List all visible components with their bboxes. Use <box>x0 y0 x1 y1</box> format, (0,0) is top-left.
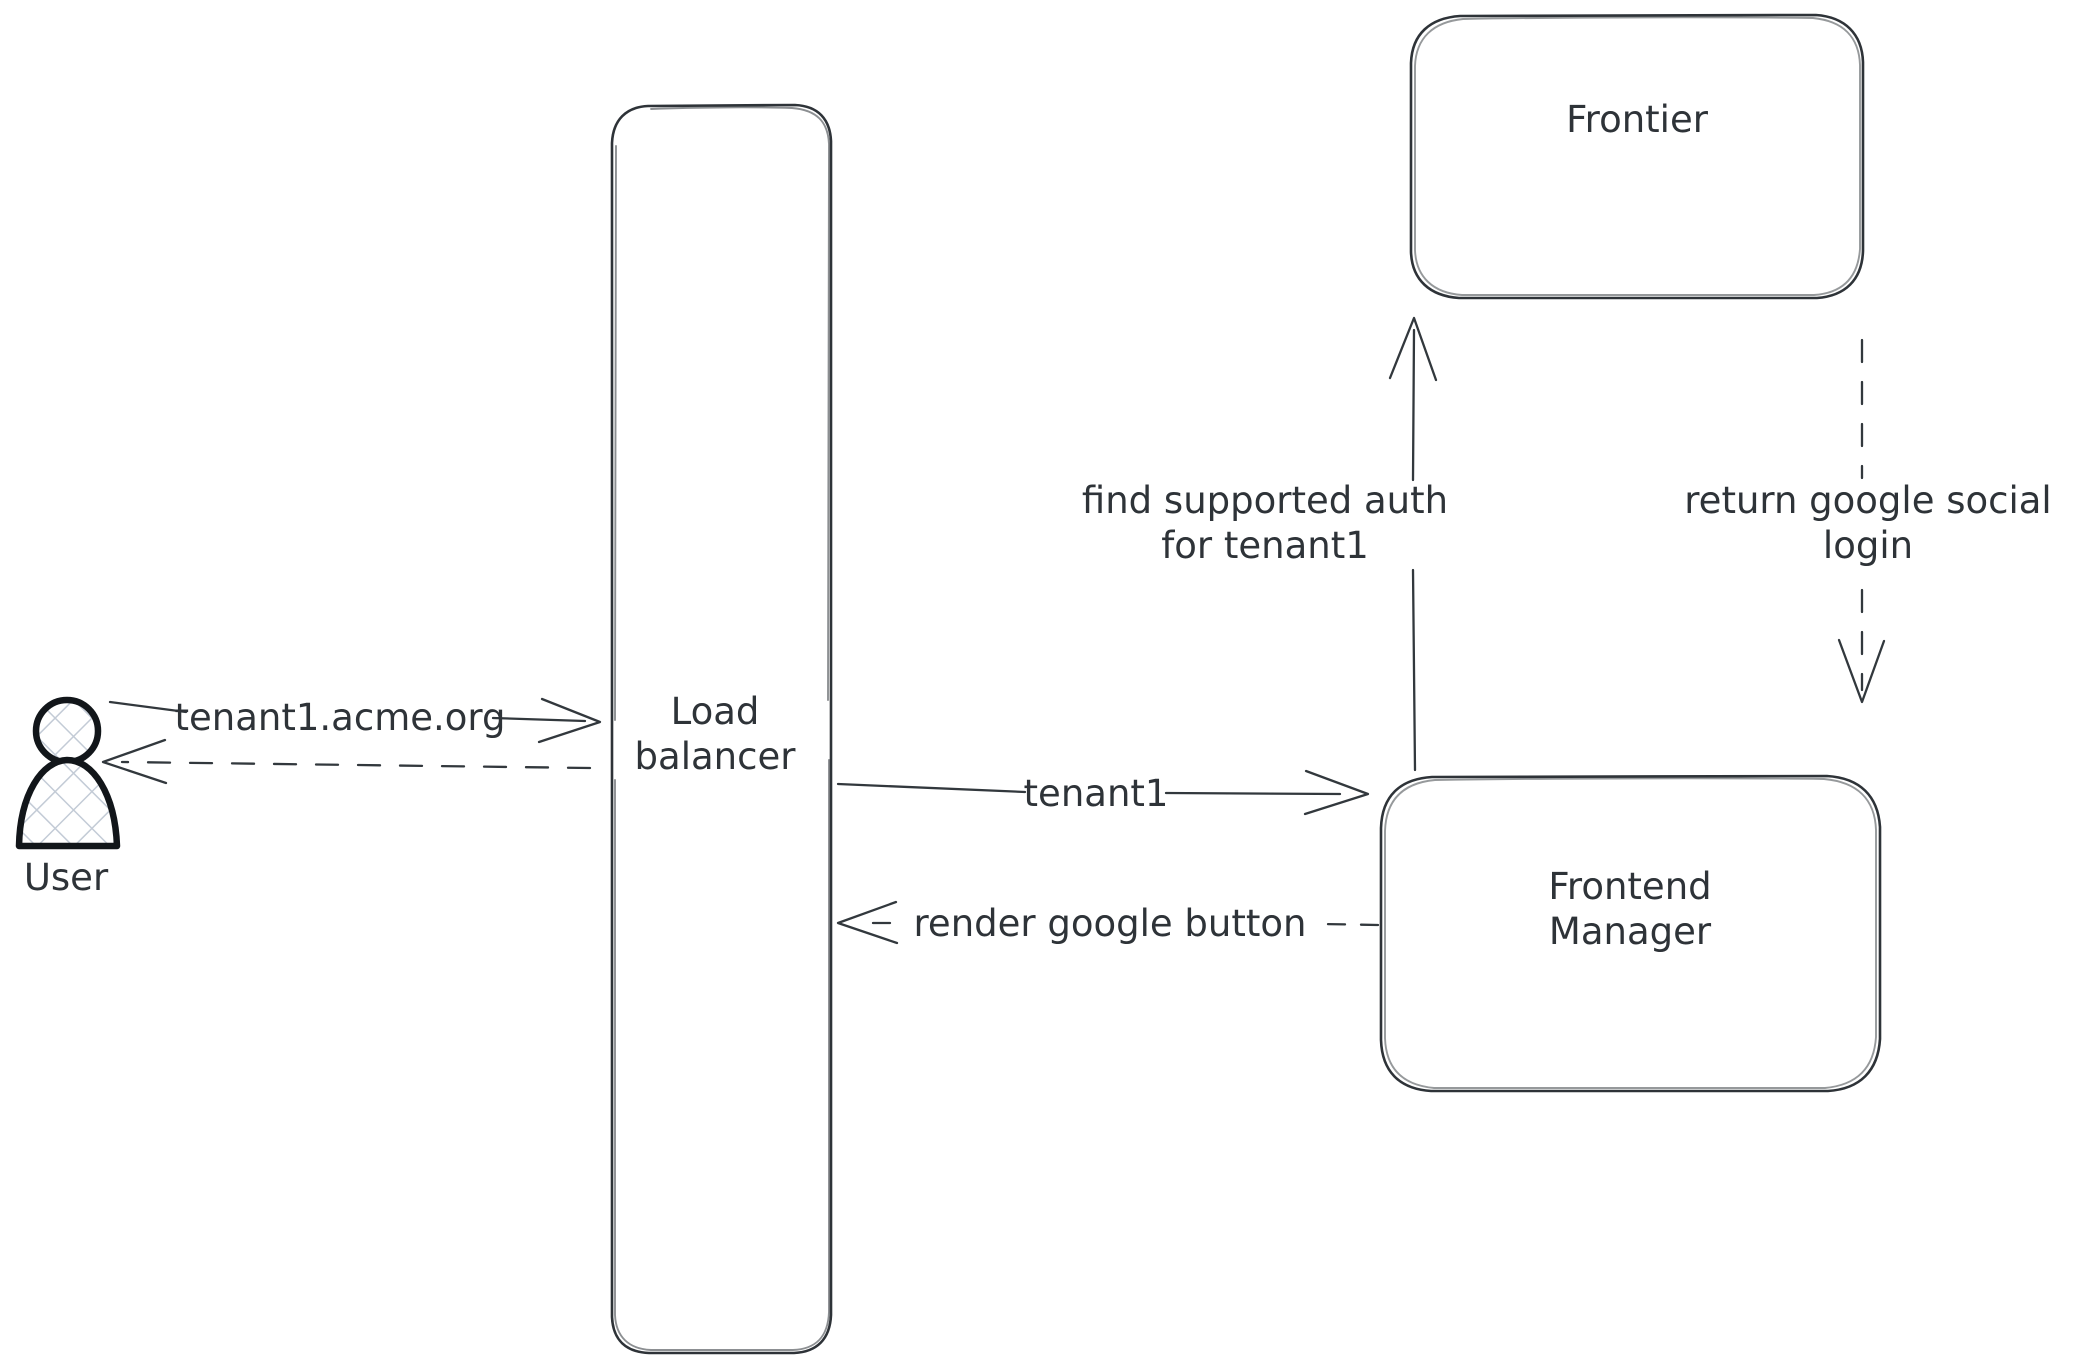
user-head-fill <box>36 700 98 762</box>
load-balancer-shape-sketch <box>614 106 830 1351</box>
edge-label-render-google-button: render google button <box>914 902 1307 945</box>
edge-label-return-google-social-line1: return google social <box>1684 479 2051 522</box>
frontend-manager-label-line2: Manager <box>1549 910 1712 953</box>
edge-load-balancer-to-frontend-manager[interactable]: tenant1 <box>836 769 1370 816</box>
edge-fm-frontier-line-upper <box>1411 328 1416 482</box>
edge-user-lb-line-right <box>491 716 587 723</box>
frontend-manager-shape-sketch <box>1384 777 1877 1089</box>
edge-user-lb-line-left <box>108 700 188 714</box>
edge-frontier-to-frontend-manager[interactable]: return google social login <box>1684 338 2052 704</box>
frontier-label: Frontier <box>1566 98 1709 141</box>
edge-lb-fm-line-left <box>836 782 1027 794</box>
edge-fm-frontier-arrowhead <box>1388 316 1438 382</box>
user-body-icon <box>15 756 121 850</box>
edge-label-find-supported-auth-line1: find supported auth <box>1082 479 1448 522</box>
node-frontier[interactable]: Frontier <box>1409 13 1865 300</box>
edge-frontier-fm-arrowhead <box>1837 638 1886 704</box>
edge-fm-lb-dashed-right <box>1320 922 1380 927</box>
edge-label-tenant1: tenant1 <box>1024 772 1169 815</box>
edge-label-tenant1-acme-org: tenant1.acme.org <box>175 696 506 739</box>
edge-lb-fm-line-right <box>1164 791 1342 796</box>
edge-frontend-manager-to-load-balancer[interactable]: render google button <box>836 900 1380 945</box>
edge-fm-frontier-line-lower <box>1411 568 1417 772</box>
edge-user-lb-arrowhead <box>537 697 602 744</box>
actor-user[interactable]: User <box>15 696 121 899</box>
edge-user-to-load-balancer[interactable]: tenant1.acme.org <box>108 696 602 744</box>
node-load-balancer[interactable]: Load balancer <box>610 103 833 1355</box>
edge-label-find-supported-auth-line2: for tenant1 <box>1161 524 1369 567</box>
load-balancer-shape <box>610 103 833 1355</box>
frontend-manager-label-line1: Frontend <box>1548 865 1711 908</box>
user-body-fill <box>20 761 116 845</box>
load-balancer-label-line2: balancer <box>635 735 797 778</box>
edge-frontend-manager-to-frontier[interactable]: find supported auth for tenant1 <box>1082 316 1448 772</box>
node-frontend-manager[interactable]: Frontend Manager <box>1379 774 1882 1093</box>
edge-load-balancer-to-user[interactable] <box>101 738 592 785</box>
load-balancer-label-line1: Load <box>671 690 760 733</box>
edge-lb-fm-arrowhead <box>1303 769 1370 816</box>
frontend-manager-shape <box>1379 774 1882 1093</box>
edge-lb-user-arrowhead <box>101 738 168 785</box>
edge-fm-lb-arrowhead <box>836 900 899 945</box>
frontier-shape-sketch <box>1414 16 1861 296</box>
edge-label-return-google-social-line2: login <box>1823 524 1913 567</box>
frontier-shape <box>1409 13 1865 300</box>
user-label: User <box>24 856 109 899</box>
edge-lb-user-dashed-line <box>120 760 592 770</box>
